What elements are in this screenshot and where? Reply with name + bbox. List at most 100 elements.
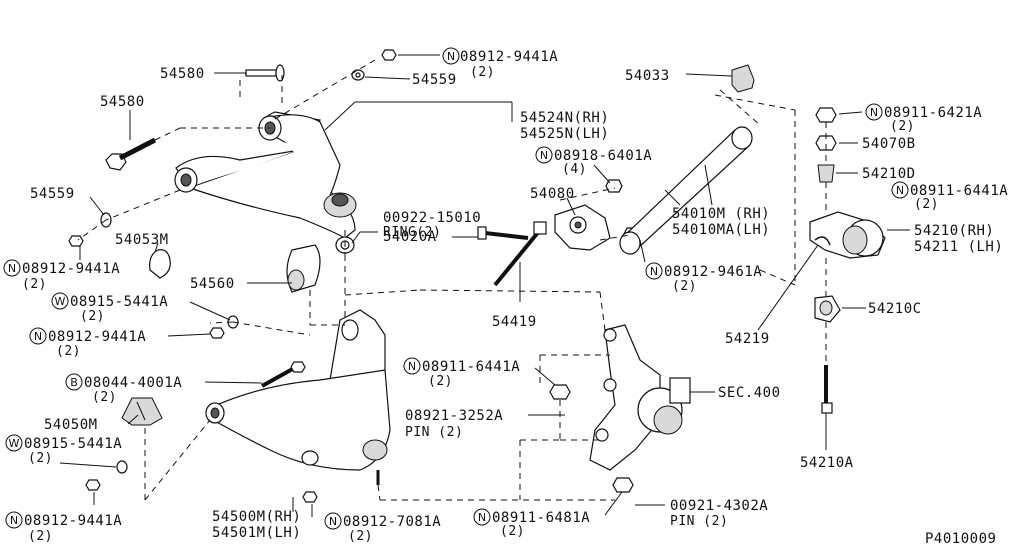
label-nut-top-qty: (2) — [470, 65, 495, 80]
bolt-54020a-drawing — [477, 226, 529, 240]
label-pin2: 00921-4302A — [670, 498, 768, 514]
lower-arm-drawing — [205, 369, 391, 485]
label-nut-left3: 08912-9441A — [24, 513, 122, 529]
nut-bottom-drawing — [302, 491, 318, 503]
label-54210a: 54210A — [800, 455, 854, 471]
washer-54559-top-drawing — [351, 69, 365, 81]
upper-arm-drawing — [174, 111, 357, 239]
label-nut-left2-qty: (2) — [56, 344, 81, 359]
nut-left3-drawing — [85, 479, 101, 491]
nut-6421-drawing — [815, 107, 837, 123]
nut-6441-mid-drawing — [549, 384, 571, 400]
nut-6441-right-callout: N 08911-6441A (2) — [891, 181, 1008, 212]
label-sec400: SEC.400 — [718, 385, 781, 401]
label-nut-left1: 08912-9441A — [22, 261, 120, 277]
diagram-id: P4010009 — [925, 531, 996, 547]
bolt-54580-top-drawing — [245, 64, 285, 82]
n-symbol-text: N — [478, 511, 486, 524]
w-symbol-text: W — [9, 437, 20, 450]
n-symbol-text: N — [650, 265, 658, 278]
n-symbol-icon — [865, 103, 883, 121]
clip-54219-drawing — [814, 236, 831, 246]
n-symbol-text: N — [8, 262, 16, 275]
label-nut-top: 08912-9441A — [460, 49, 558, 65]
label-washer1-qty: (2) — [80, 309, 105, 324]
torsion-bar-drawing — [619, 126, 753, 255]
bolt1-drawing — [261, 361, 306, 388]
n-symbol-icon — [535, 146, 553, 164]
washer1-callout: W 08915-5441A (2) — [51, 292, 168, 324]
bolt1-callout: B 08044-4001A (2) — [65, 373, 182, 405]
bracket-54080-drawing — [554, 204, 611, 251]
label-ring-qty: RING(2) — [383, 225, 441, 240]
label-54500m: 54500M(RH) — [212, 509, 301, 525]
label-nut-left3-qty: (2) — [28, 529, 53, 544]
label-nut-6481: 08911-6481A — [492, 510, 590, 526]
n-symbol-text: N — [329, 515, 337, 528]
label-nut-bottom: 08912-7081A — [343, 514, 441, 530]
nut-left2-callout: N 08912-9441A (2) — [29, 327, 146, 359]
n-symbol-text: N — [870, 106, 878, 119]
label-54580-left: 54580 — [100, 94, 145, 110]
label-nut-6441-right: 08911-6441A — [910, 183, 1008, 199]
bump-stop-54050m-drawing — [121, 397, 163, 426]
label-54559-left: 54559 — [30, 186, 75, 202]
nut-6481-callout: N 08911-6481A (2) — [473, 508, 590, 539]
label-nut-6481-qty: (2) — [500, 524, 525, 539]
label-pin2-qty: PIN (2) — [670, 514, 728, 529]
bolt-54580-left-drawing — [105, 137, 157, 171]
label-nut-6441-mid-qty: (2) — [428, 374, 453, 389]
nut-9461-callout: N 08912-9461A (2) — [645, 262, 762, 294]
n-symbol-text: N — [896, 184, 904, 197]
label-ring: 00922-15010 — [383, 210, 481, 226]
label-washer2-qty: (2) — [28, 451, 53, 466]
label-nut-6401: 08918-6401A — [554, 148, 652, 164]
label-54580-top: 54580 — [160, 66, 205, 82]
label-washer1: 08915-5441A — [70, 294, 168, 310]
assembly-lines — [77, 59, 827, 501]
nut-left3-callout: N 08912-9441A (2) — [5, 511, 122, 544]
nut-top-callout: N 08912-9441A (2) — [442, 47, 558, 80]
label-54210d: 54210D — [862, 166, 916, 182]
label-nut-6421: 08911-6421A — [884, 105, 982, 121]
label-nut-9461: 08912-9461A — [664, 264, 762, 280]
label-bolt1-qty: (2) — [92, 390, 117, 405]
n-symbol-text: N — [447, 50, 455, 63]
n-symbol-icon — [3, 259, 21, 277]
bumper-54053m-drawing — [149, 249, 171, 279]
p54210c-drawing — [814, 295, 841, 323]
label-nut-6421-qty: (2) — [890, 119, 915, 134]
label-54033: 54033 — [625, 68, 670, 84]
n-symbol-icon — [891, 181, 909, 199]
label-54010ma: 54010MA(LH) — [672, 222, 770, 238]
label-nut-6441-right-qty: (2) — [914, 197, 939, 212]
label-nut-bottom-qty: (2) — [348, 529, 373, 544]
b-symbol-text: B — [70, 376, 78, 389]
bushing-54560-drawing — [286, 244, 321, 293]
n-symbol-icon — [403, 357, 421, 375]
label-54210c: 54210C — [868, 301, 922, 317]
label-washer2: 08915-5441A — [24, 436, 122, 452]
b-symbol-icon — [65, 373, 83, 391]
label-54053m: 54053M — [115, 232, 169, 248]
label-nut-left1-qty: (2) — [22, 277, 47, 292]
nut-left2-drawing — [209, 327, 225, 339]
label-nut-6401-qty: (4) — [562, 162, 587, 177]
label-54525n: 54525N(LH) — [520, 126, 609, 142]
bolt-54419-drawing — [493, 221, 547, 287]
p54070b-drawing — [815, 135, 837, 151]
cap-54033-drawing — [731, 64, 755, 93]
nut-6421-callout: N 08911-6421A (2) — [865, 103, 982, 134]
n-symbol-text: N — [10, 514, 18, 527]
nut-6481-drawing — [612, 477, 634, 493]
knuckle-drawing — [589, 324, 691, 471]
label-nut-left2: 08912-9441A — [48, 329, 146, 345]
label-pin1-qty: PIN (2) — [405, 425, 463, 440]
label-54219: 54219 — [725, 331, 770, 347]
p54210d-drawing — [817, 164, 835, 183]
nut-left1-callout: N 08912-9441A (2) — [3, 259, 120, 292]
label-54010m: 54010M (RH) — [672, 206, 770, 222]
n-symbol-text: N — [540, 149, 548, 162]
n-symbol-icon — [442, 47, 460, 65]
nut-bottom-callout: N 08912-7081A (2) — [324, 512, 441, 544]
